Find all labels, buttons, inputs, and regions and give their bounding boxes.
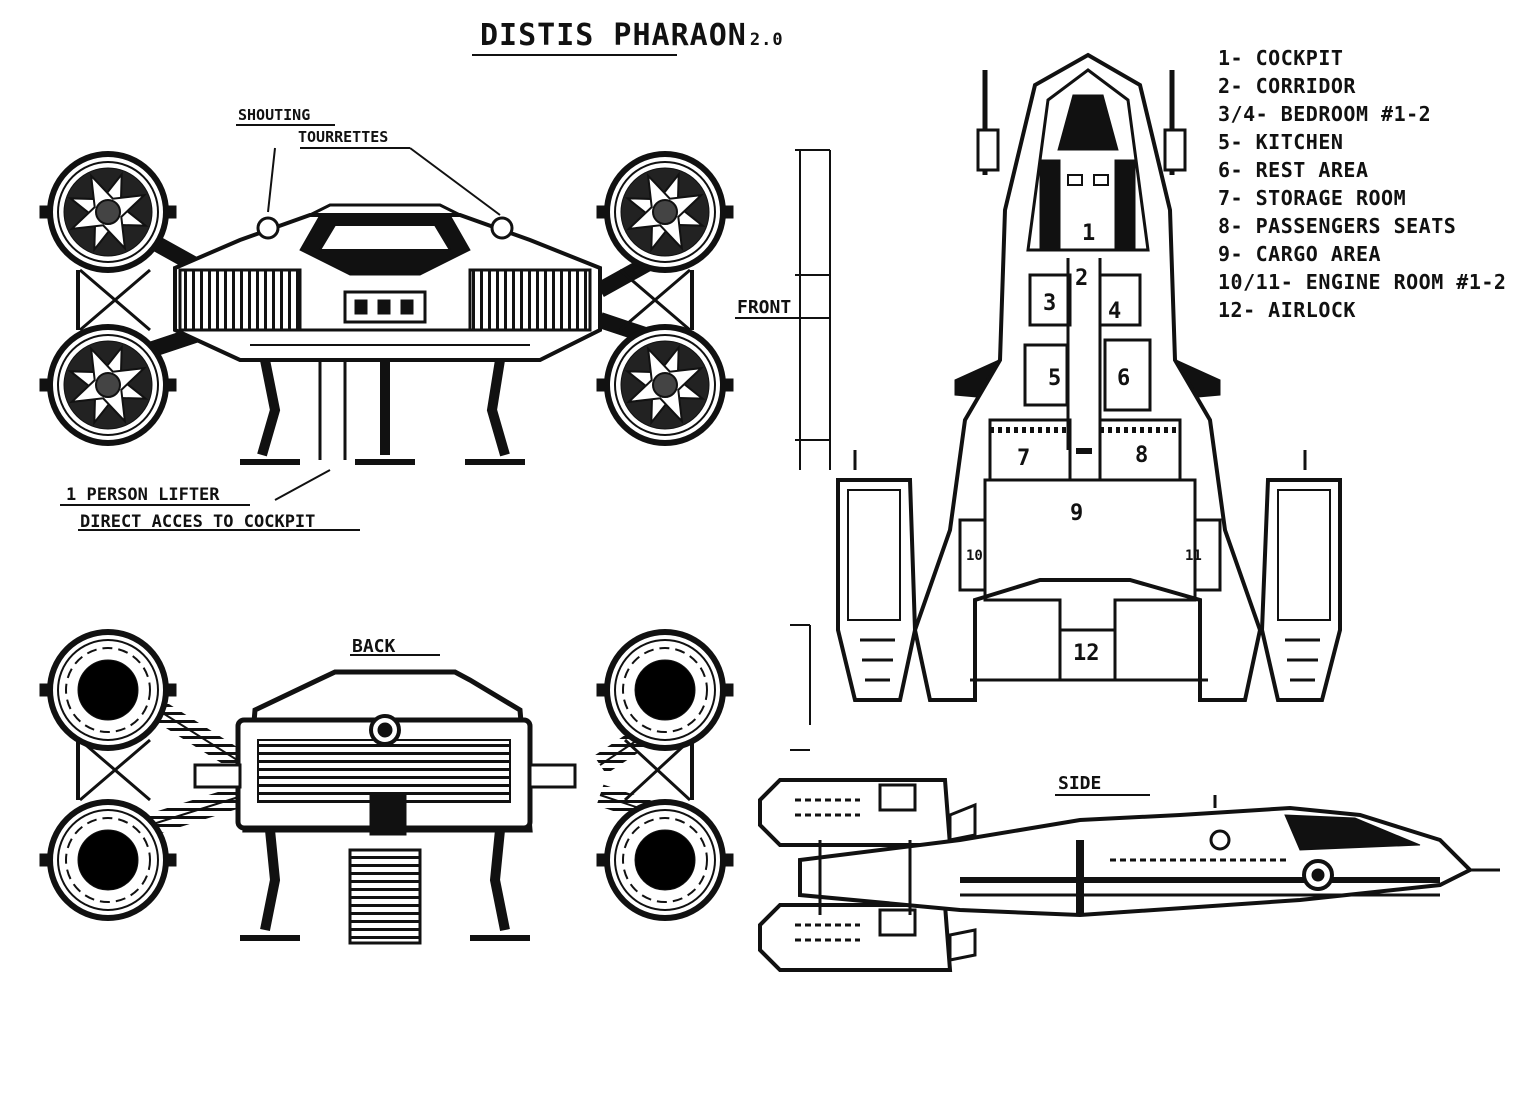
side-view-label: SIDE — [1058, 773, 1102, 794]
room-number: 1 — [1082, 221, 1095, 246]
room-number: 4 — [1108, 299, 1121, 324]
room-number: 10 — [966, 548, 983, 564]
side-view — [758, 778, 1500, 972]
legend-item: 2- CORRIDOR — [1218, 74, 1356, 98]
legend-item: 7- STORAGE ROOM — [1218, 186, 1407, 210]
back-view-label: BACK — [352, 636, 396, 657]
front-view-label: FRONT — [737, 297, 792, 318]
room-number: 5 — [1048, 366, 1061, 391]
front-view — [40, 124, 831, 531]
lifter-label-line2: DIRECT ACCES TO COCKPIT — [80, 512, 316, 532]
back-view — [40, 624, 811, 945]
turret-label-line2: TOURRETTES — [298, 128, 389, 146]
legend-item: 6- REST AREA — [1218, 158, 1369, 182]
legend-item: 12- AIRLOCK — [1218, 298, 1356, 322]
room-number: 2 — [1075, 266, 1088, 291]
legend-item: 9- CARGO AREA — [1218, 242, 1382, 266]
room-number: 11 — [1185, 548, 1202, 564]
legend-item: 5- KITCHEN — [1218, 130, 1344, 154]
legend-item: 1- COCKPIT — [1218, 46, 1344, 70]
legend-item: 3/4- BEDROOM #1-2 — [1218, 102, 1432, 126]
room-legend: 1- COCKPIT 2- CORRIDOR 3/4- BEDROOM #1-2… — [1218, 44, 1506, 324]
title-version: 2.0 — [749, 30, 784, 50]
room-number: 3 — [1043, 291, 1056, 316]
legend-item: 10/11- ENGINE ROOM #1-2 — [1218, 270, 1507, 294]
title-underline — [472, 54, 677, 56]
room-number: 9 — [1070, 501, 1083, 526]
top-view — [836, 52, 1342, 702]
room-number: 7 — [1017, 446, 1030, 471]
room-labels: 1 2 3 4 5 6 7 8 9 10 11 12 — [966, 221, 1202, 666]
turret-label-line1: SHOUTING — [238, 106, 311, 124]
title-main: DISTIS PHARAON — [480, 18, 747, 53]
legend-item: 8- PASSENGERS SEATS — [1218, 214, 1457, 238]
room-number: 12 — [1073, 641, 1100, 666]
room-number: 8 — [1135, 443, 1148, 468]
room-number: 6 — [1117, 366, 1130, 391]
lifter-label-line1: 1 PERSON LIFTER — [66, 485, 220, 505]
